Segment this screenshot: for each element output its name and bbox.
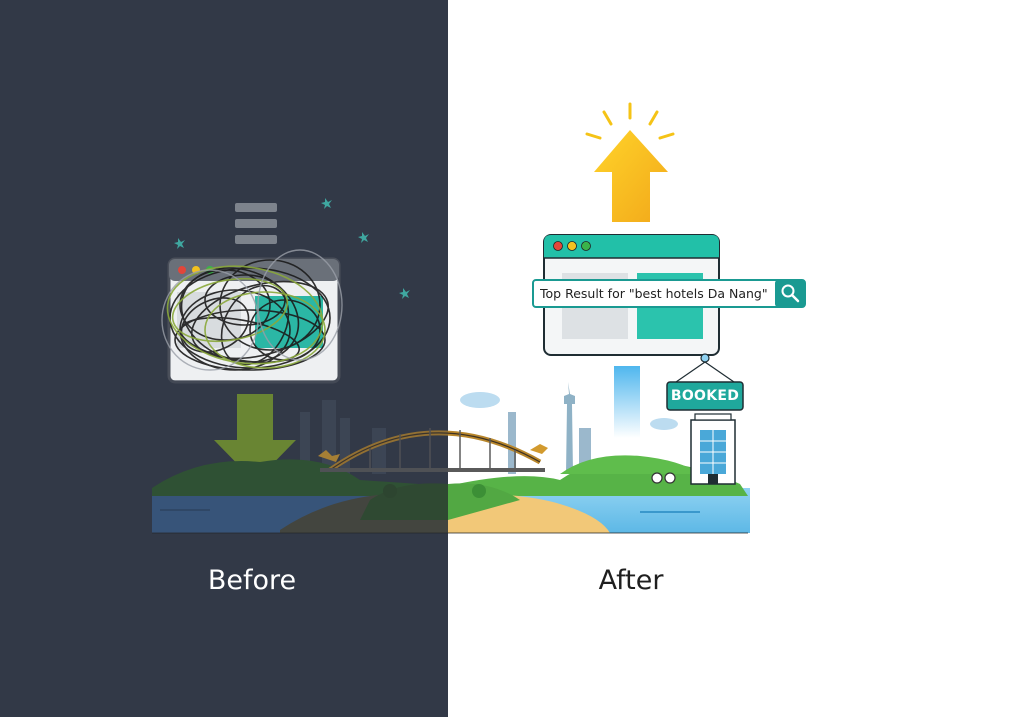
after-label: After <box>598 565 664 596</box>
after-panel <box>448 0 1024 717</box>
search-result-text[interactable]: Top Result for "best hotels Da Nang" <box>540 286 768 301</box>
menu-lines-icon <box>235 203 277 244</box>
tangled-browser-window <box>161 249 343 384</box>
hotel-building-icon <box>690 413 736 485</box>
booked-label: BOOKED <box>670 388 740 404</box>
up-arrow-icon <box>594 130 668 222</box>
search-icon[interactable] <box>781 284 800 303</box>
before-label: Before <box>207 565 297 596</box>
landscape <box>152 455 750 534</box>
search-bar[interactable] <box>532 279 806 308</box>
light-beam <box>614 366 640 438</box>
down-arrow-icon <box>214 394 296 482</box>
dragon-bridge <box>318 428 548 473</box>
sparkle-icons-left <box>174 198 410 299</box>
sparkle-rays-icon <box>585 102 675 140</box>
before-dim-overlay <box>152 380 448 535</box>
booked-sign <box>666 353 744 411</box>
